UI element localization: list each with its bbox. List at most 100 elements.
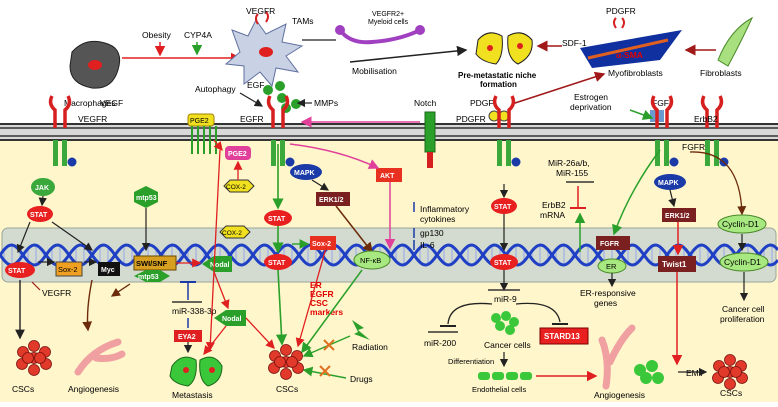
myofibroblast-cell-icon (580, 17, 682, 68)
nodal-lower-node (214, 310, 246, 326)
angiogenesis-left-icon (74, 338, 126, 376)
phospho-icon (285, 157, 295, 167)
pge2-in-arrow (213, 139, 223, 152)
egfr-label: EGFR (240, 114, 264, 124)
cscs-left-label: CSCs (12, 384, 34, 394)
fgfr-label: FGFR (682, 142, 705, 152)
mapk-fgfr-node (654, 174, 686, 190)
macrophage-cell-icon (69, 40, 121, 89)
erk12-label: ERK1/2 (319, 197, 344, 204)
eya2-node (174, 330, 202, 342)
mapk-label: MAPK (294, 170, 315, 177)
endothelial-cells-icon (478, 372, 532, 380)
metastasis-organ-icon (169, 356, 223, 387)
sox2-egfr-node (310, 236, 336, 250)
asma-label: α-SMA (616, 50, 643, 60)
cscs-right-label: CSCs (720, 388, 742, 398)
er-label: ER (606, 262, 617, 271)
metastasis-label: Metastasis (172, 390, 213, 400)
myeloid-cells-icon (335, 25, 425, 45)
jak-stat-arrow (38, 195, 47, 207)
mapk-node (290, 164, 322, 180)
cyclin-d1-nuc-node (719, 252, 769, 272)
cyclin-d1-nuc-label: Cyclin-D1 (724, 257, 761, 267)
autophagy-label: Autophagy (195, 84, 236, 94)
twist1-label: Twist1 (662, 260, 687, 269)
sox2-nuc-label: Sox-2 (58, 265, 78, 274)
stat-cyto-node (27, 206, 53, 222)
nucleus-band (1, 227, 777, 283)
emt-label: EMT (686, 368, 704, 378)
stat-cscs-green-arrow (275, 269, 288, 346)
mobilisation-arrow (349, 45, 468, 63)
pdgf-to-myofibroblast-arrow (511, 71, 606, 105)
nodal-nuc-label: Nodal (210, 262, 230, 269)
myc-node (98, 262, 120, 276)
stat-pdgfr-nuc-label: STAT (494, 260, 512, 267)
nodal-cscs-arrow (245, 317, 275, 349)
fibroblasts-label: Fibroblasts (700, 68, 742, 78)
nfkb-cscs-arrow (301, 269, 363, 354)
sox2-cscs-arrow (295, 247, 327, 348)
cscs-right-cluster-icon (712, 354, 748, 390)
mapk-erk-fgfr-arrow (668, 189, 677, 208)
sdf1-label: SDF-1 (562, 38, 587, 48)
pge2-cyto-node (225, 146, 251, 160)
nfkb-label: NF-κB (360, 256, 381, 265)
erbb2-label: ErbB2 (694, 114, 718, 124)
stat-to-myc-arrow (51, 221, 93, 251)
mir9-mir200-link (447, 302, 493, 325)
endothelial-label: Endothelial cells (472, 385, 526, 394)
obesity-label: Obesity (142, 30, 172, 40)
stat-egfr-cyto-node (264, 210, 292, 226)
nodal-lower-arrow (213, 271, 230, 310)
mir26-label: MiR-26a/b,MiR-155 (548, 158, 590, 178)
erk12-fgfr-node (662, 208, 696, 222)
nodal-nuc-node (202, 256, 232, 272)
stat-to-nuc-arrow (16, 221, 31, 254)
radiation-label: Radiation (352, 342, 388, 352)
stat-pdgfr-nuc-node (490, 254, 518, 270)
phospho-icon (67, 157, 77, 167)
mir9-label: miR-9 (494, 294, 517, 304)
pre-metastatic-niche-icon (475, 32, 533, 65)
mtp53-down-arrow (110, 283, 131, 297)
mobilisation-label: Mobilisation (352, 66, 397, 76)
stat-cyto-label: STAT (30, 212, 48, 219)
cscs-mid-cluster-icon (268, 344, 304, 380)
angiogenesis-left-label: Angiogenesis (68, 384, 119, 394)
tams-cell-icon (224, 11, 304, 88)
vegf-label: VEGF (100, 98, 123, 108)
mapk-fgfr-label: MAPK (658, 180, 679, 187)
twist1-node (658, 256, 696, 272)
stat-nuc-node (5, 262, 35, 278)
erk-nfkb-arrow (335, 205, 373, 254)
stat-pdgfr-label: STAT (494, 204, 512, 211)
stat-egfr-node (264, 254, 292, 270)
dna-strand (0, 243, 778, 267)
vegfr-lower-label: VEGFR (42, 288, 71, 298)
angiogenesis-right-label: Angiogenesis (594, 390, 645, 400)
pge2-metastasis-arrow (205, 149, 221, 352)
pdgfr-top-label: PDGFR (606, 6, 636, 16)
pge2-receptor-icon (187, 113, 217, 154)
pdgf-ligand-icon (488, 110, 510, 122)
radiation-icon (352, 320, 370, 340)
cyclin-d1-cyto-label: Cyclin-D1 (722, 219, 759, 229)
fgfr-translocation-arrow (612, 149, 661, 236)
cox2-bottom-node (219, 225, 251, 239)
angiogenesis-right-icon (598, 324, 636, 390)
notch-label: Notch (414, 98, 436, 108)
vegfr2-myeloid-label: VEGFR2+Myeloid cells (368, 11, 409, 26)
nfkb-node (353, 250, 391, 270)
radiation-block-icon (323, 339, 335, 351)
cancer-cells-label: Cancer cells (484, 340, 531, 350)
phospho-icon (511, 157, 521, 167)
erk12-node (316, 192, 350, 206)
swi-snf-label: SWI/SNF (136, 259, 168, 268)
